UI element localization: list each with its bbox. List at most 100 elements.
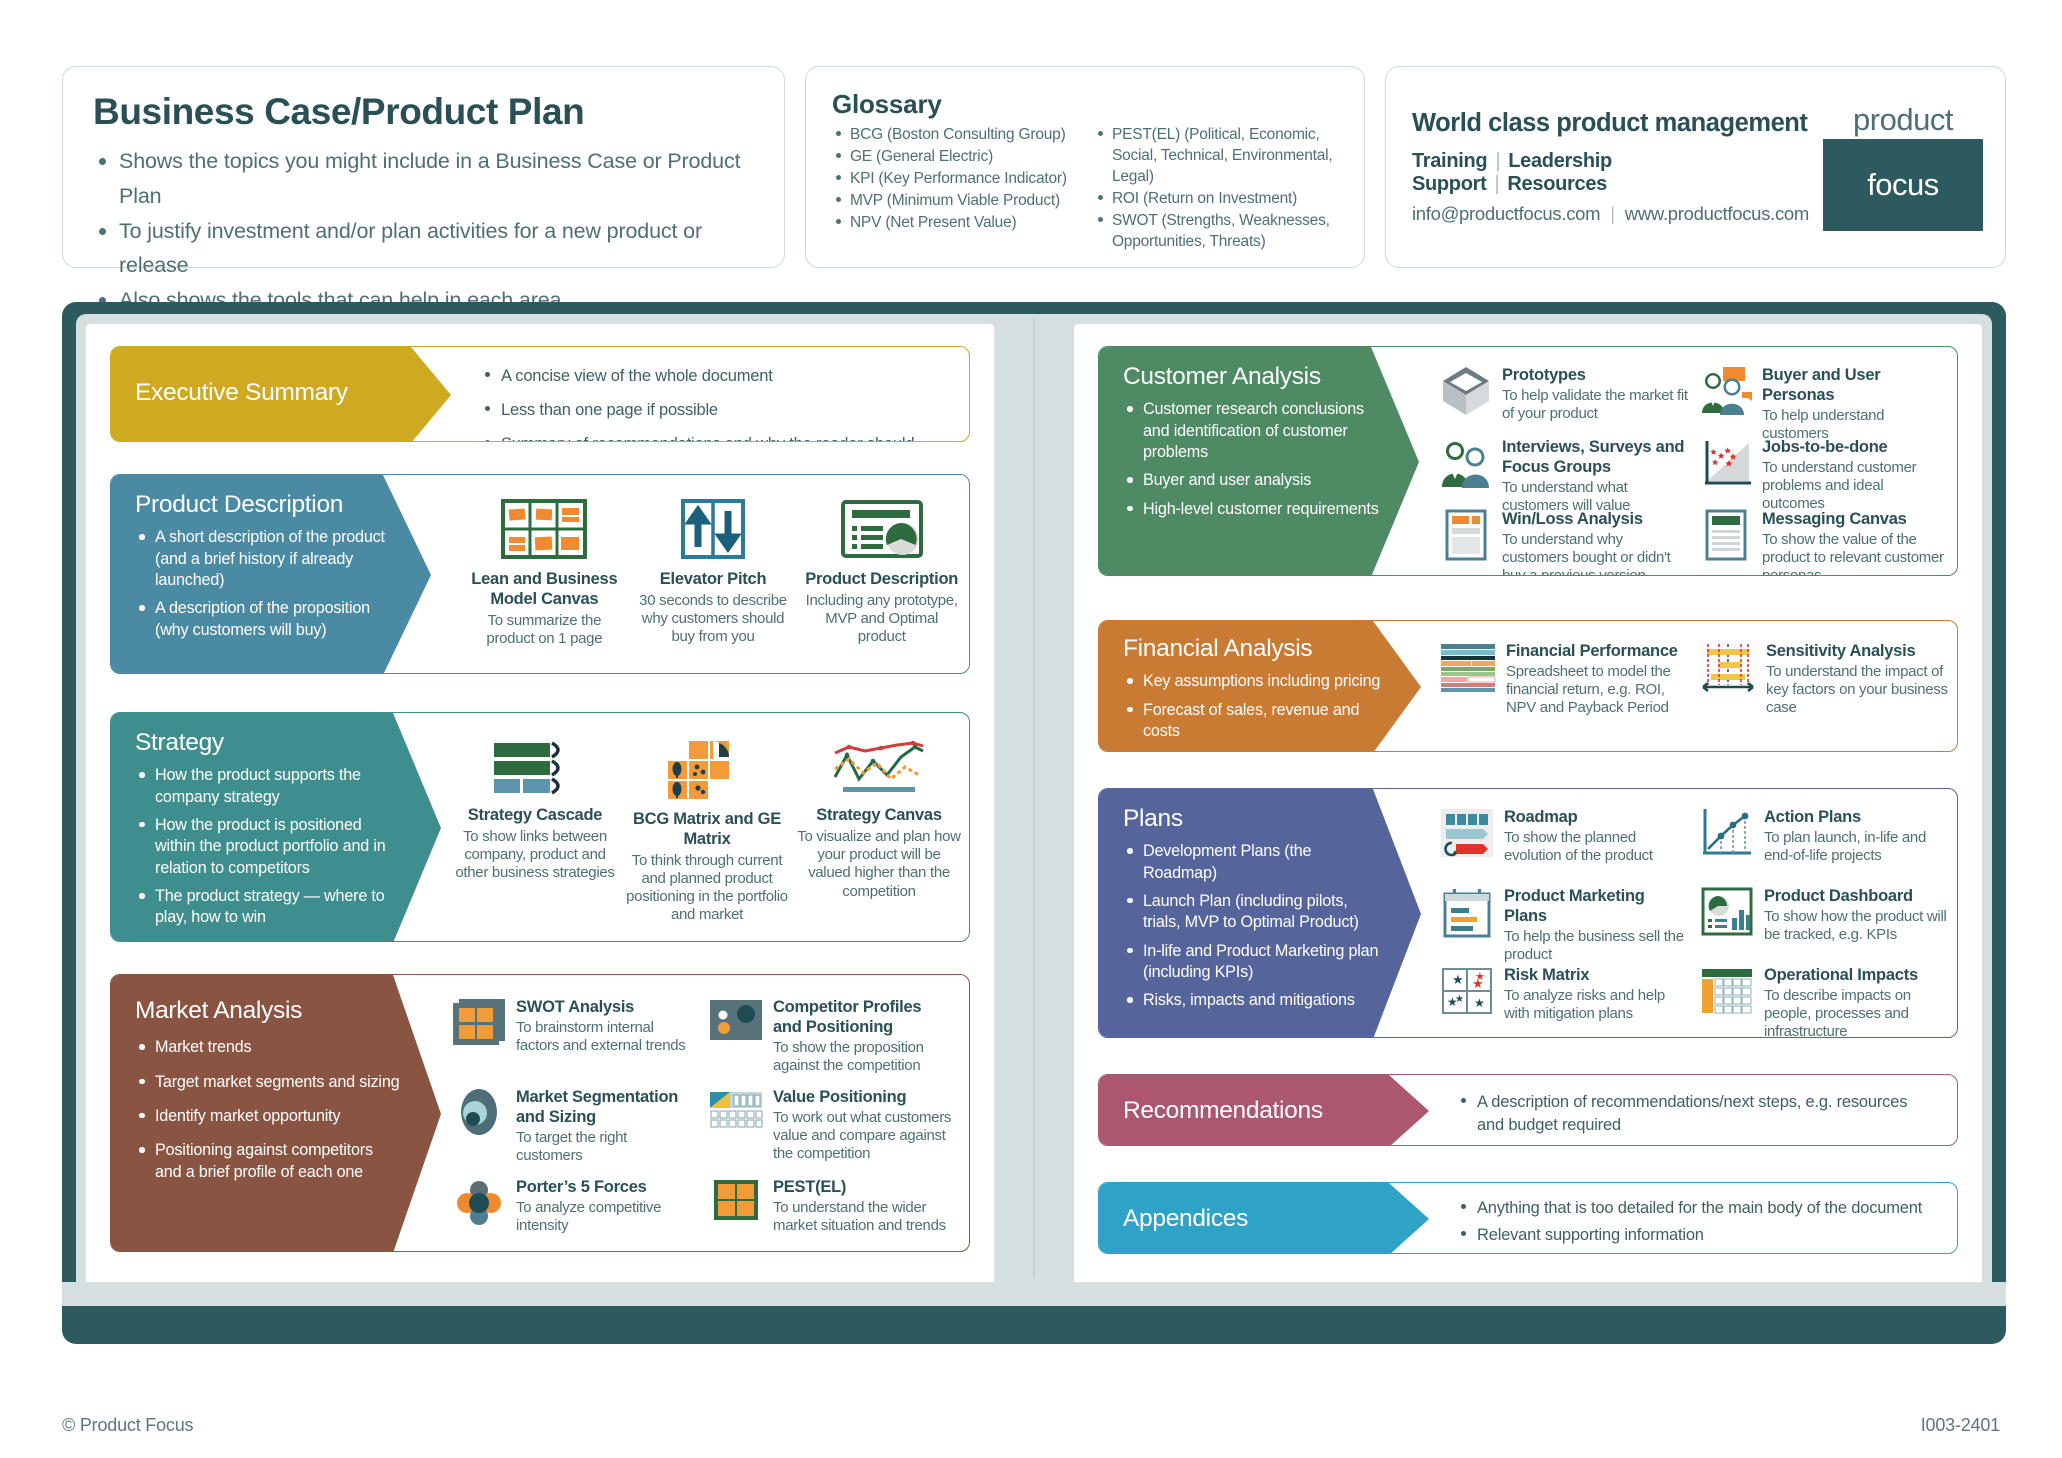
section-bullets: Key assumptions including pricing Foreca… — [1123, 671, 1385, 751]
tools-grid: Financial Performance Spreadsheet to mod… — [1439, 641, 1951, 725]
tool-product-marketing-plans: Product Marketing Plans To help the busi… — [1439, 886, 1689, 963]
tool-desc: To work out what customers value and com… — [773, 1108, 952, 1162]
bullet: Key assumptions including pricing — [1123, 671, 1385, 692]
bullet: Launch Plan (including pilots, trials, M… — [1123, 891, 1387, 934]
bullet: Buyer and user analysis — [1123, 470, 1381, 491]
glossary-item: PEST(EL) (Political, Economic, Social, T… — [1094, 124, 1342, 187]
tool-buyer-user-personas: Buyer and User Personas To help understa… — [1699, 365, 1949, 442]
competitor-map-icon — [708, 997, 764, 1052]
tool-competitor-profiles: Competitor Profiles and Positioning To s… — [708, 997, 953, 1081]
tool-name: Financial Performance — [1506, 642, 1678, 660]
glossary-item: GE (General Electric) — [832, 146, 1080, 167]
tools-grid: Roadmap To show the planned evolution of… — [1439, 807, 1951, 1038]
section-strategy: Strategy How the product supports the co… — [110, 712, 970, 942]
bullet: High-level customer requirements — [1123, 499, 1381, 520]
tool-product-dashboard: Product Dashboard To show how the produc… — [1699, 886, 1949, 961]
brand-link-leadership[interactable]: Leadership Support — [1411, 150, 1612, 195]
tool-sensitivity-analysis: Sensitivity Analysis To understand the i… — [1699, 641, 1949, 725]
tool-name: PEST(EL) — [773, 1178, 847, 1196]
tool-name: Action Plans — [1764, 808, 1861, 826]
jobs-scatter-icon — [1699, 437, 1753, 494]
tool-desc: To show links between company, product a… — [455, 827, 615, 882]
tool-desc: To plan launch, in-life and end-of-life … — [1764, 828, 1927, 864]
section-bullets: Development Plans (the Roadmap) Launch P… — [1123, 841, 1387, 1012]
winloss-doc-icon — [1439, 509, 1493, 566]
bullet: How the product supports the company str… — [135, 765, 403, 808]
tool-desc: To help the business sell the product — [1504, 927, 1684, 963]
tool-desc: To show the value of the product to rele… — [1762, 530, 1944, 576]
section-financial-analysis: Financial Analysis Key assumptions inclu… — [1098, 620, 1958, 752]
tool-market-segmentation: Market Segmentation and Sizing To target… — [451, 1087, 696, 1171]
brand-link-resources[interactable]: Resources — [1507, 173, 1607, 195]
tools-row: Strategy Cascade To show links between c… — [451, 739, 963, 925]
logo-word-focus: focus — [1823, 138, 1983, 231]
tool-desc: To understand customer problems and idea… — [1762, 458, 1917, 512]
divider: | — [1495, 150, 1501, 172]
canvas-grid-icon — [501, 499, 588, 559]
bullet: Risks, impacts and mitigations — [1123, 990, 1387, 1011]
tool-swot-analysis: SWOT Analysis To brainstorm internal fac… — [451, 997, 696, 1081]
section-market-analysis: Market Analysis Market trends Target mar… — [110, 974, 970, 1252]
tool-desc: To help validate the market fit of your … — [1502, 386, 1688, 422]
tool-prototypes: Prototypes To help validate the market f… — [1439, 365, 1689, 433]
interview-people-icon — [1439, 437, 1493, 494]
bullet: Development Plans (the Roadmap) — [1123, 841, 1387, 884]
section-appendices: Appendices Anything that is too detailed… — [1098, 1182, 1958, 1254]
brand-link-training[interactable]: Training — [1411, 150, 1488, 172]
tool-name: Buyer and User Personas — [1762, 366, 1881, 404]
svg-text:★: ★ — [1452, 972, 1464, 987]
glossary-column-1: BCG (Boston Consulting Group) GE (Genera… — [832, 124, 1080, 253]
tool-name: Operational Impacts — [1764, 966, 1918, 984]
tool-desc: To think through current and planned pro… — [626, 851, 788, 924]
svg-text:★: ★ — [1475, 971, 1485, 983]
glossary-card: Glossary BCG (Boston Consulting Group) G… — [804, 66, 1365, 268]
tool-messaging-canvas: Messaging Canvas To show the value of th… — [1699, 509, 1949, 576]
messaging-doc-icon — [1699, 509, 1753, 566]
bullet: How the product is positioned within the… — [135, 815, 403, 879]
tool-lean-canvas: Lean and Business Model Canvas To summar… — [463, 497, 626, 648]
roadmap-bars-icon — [1439, 807, 1495, 864]
tool-desc: To describe impacts on people, processes… — [1764, 986, 1911, 1038]
tool-operational-impacts: Operational Impacts To describe impacts … — [1699, 965, 1949, 1038]
tool-desc: To show the planned evolution of the pro… — [1504, 828, 1653, 864]
section-executive-summary: Executive Summary A concise view of the … — [110, 346, 970, 442]
dashboard-icon — [1699, 886, 1755, 943]
divider: | — [1494, 173, 1500, 195]
glossary-item: ROI (Return on Investment) — [1094, 188, 1342, 209]
bullet: A short description of the product (and … — [135, 527, 395, 591]
book-spine-line — [1033, 318, 1035, 1278]
tool-roadmap: Roadmap To show the planned evolution of… — [1439, 807, 1689, 882]
svg-text:★: ★ — [1447, 995, 1458, 1009]
brand-website[interactable]: www.productfocus.com — [1624, 203, 1810, 224]
brand-email[interactable]: info@productfocus.com — [1411, 203, 1601, 224]
section-title: Market Analysis — [135, 997, 303, 1024]
section-customer-analysis: Customer Analysis Customer research conc… — [1098, 346, 1958, 576]
tool-name: Market Segmentation and Sizing — [516, 1088, 679, 1126]
section-tab: Strategy How the product supports the co… — [111, 713, 441, 941]
tool-risk-matrix: ★ ★★ ★★★ Risk Matrix To analyze risks an… — [1439, 965, 1689, 1037]
pestel-quadrant-icon — [708, 1177, 764, 1232]
tool-bcg-matrix: BCG Matrix and GE Matrix To think throug… — [623, 739, 791, 925]
svg-text:★: ★ — [1474, 996, 1485, 1010]
bullet: Positioning against competitors and a br… — [135, 1140, 403, 1183]
tool-strategy-cascade: Strategy Cascade To show links between c… — [451, 739, 619, 925]
tool-desc: To understand the impact of key factors … — [1766, 662, 1948, 716]
tool-desc: To brainstorm internal factors and exter… — [516, 1018, 686, 1054]
risk-matrix-icon: ★ ★★ ★★★ — [1439, 965, 1495, 1022]
tornado-chart-icon — [1699, 641, 1757, 698]
bullet: Relevant supporting information — [1455, 1224, 1955, 1247]
section-bullets: Customer research conclusions and identi… — [1123, 399, 1381, 520]
section-title: Appendices — [1123, 1205, 1249, 1232]
glossary-item: KPI (Key Performance Indicator) — [832, 168, 1080, 189]
value-grid-icon — [708, 1087, 764, 1142]
section-title: Customer Analysis — [1123, 363, 1321, 390]
spreadsheet-rows-icon — [1439, 641, 1497, 698]
segmentation-circles-icon — [451, 1087, 507, 1142]
section-plans: Plans Development Plans (the Roadmap) La… — [1098, 788, 1958, 1038]
tool-financial-performance: Financial Performance Spreadsheet to mod… — [1439, 641, 1689, 725]
bullet: In-life and Product Marketing plan (incl… — [1123, 941, 1387, 984]
tool-desc: To understand the wider market situation… — [773, 1198, 946, 1234]
marketing-plan-icon — [1439, 886, 1495, 943]
tool-strategy-canvas: Strategy Canvas To visualize and plan ho… — [795, 739, 963, 925]
tool-desc: To show the proposition against the comp… — [773, 1038, 924, 1074]
